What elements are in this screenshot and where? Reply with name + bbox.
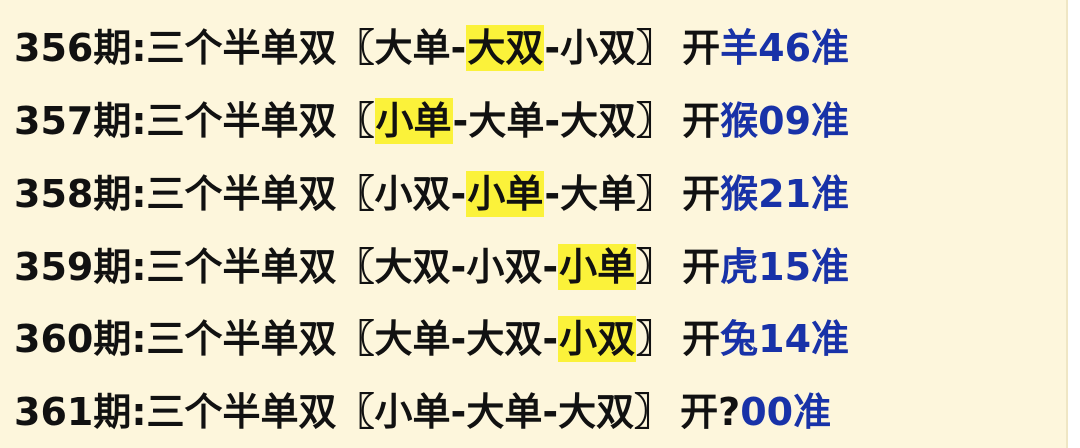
pick-3: 大单: [560, 172, 637, 216]
kai-label: 开?: [680, 390, 741, 434]
row-bracket-close: 〗: [636, 172, 675, 216]
separator: -: [542, 390, 559, 434]
row-prefix: 358期:三个半单双〖: [14, 172, 375, 216]
prediction-row-357: 357期:三个半单双〖 小单 - 大单 - 大双 〗 开 猴09准: [14, 89, 849, 153]
pick-1: 大单: [374, 26, 451, 70]
pick-3-highlighted: 小双: [558, 316, 637, 362]
pick-1: 小双: [374, 172, 451, 216]
pick-1: 大双: [374, 245, 451, 289]
row-prefix: 356期:三个半单双〖: [14, 26, 375, 70]
pick-3-highlighted: 小单: [558, 244, 637, 290]
separator: -: [544, 172, 561, 216]
row-bracket-close: 〗: [634, 390, 673, 434]
row-prefix: 361期:三个半单双〖: [14, 390, 375, 434]
pick-2: 大单: [468, 99, 545, 143]
kai-label: 开: [682, 26, 721, 70]
pick-2-highlighted: 大双: [466, 25, 545, 71]
draw-result: 猴21准: [720, 172, 850, 216]
row-bracket-close: 〗: [636, 99, 675, 143]
pick-3: 大双: [558, 390, 635, 434]
pick-2: 大单: [466, 390, 543, 434]
pick-2: 小双: [466, 245, 543, 289]
separator: -: [450, 390, 467, 434]
prediction-row-356: 356期:三个半单双〖 大单 - 大双 - 小双 〗 开 羊46准: [14, 16, 849, 80]
prediction-row-359: 359期:三个半单双〖 大双 - 小双 - 小单 〗 开 虎15准: [14, 235, 849, 299]
pick-3: 大双: [560, 99, 637, 143]
pick-2-highlighted: 小单: [466, 171, 545, 217]
prediction-row-358: 358期:三个半单双〖 小双 - 小单 - 大单 〗 开 猴21准: [14, 162, 849, 226]
draw-result: 羊46准: [720, 26, 850, 70]
kai-label: 开: [682, 172, 721, 216]
separator: -: [542, 317, 559, 361]
pick-1: 大单: [374, 317, 451, 361]
row-bracket-close: 〗: [636, 26, 675, 70]
separator: -: [544, 26, 561, 70]
separator: -: [450, 26, 467, 70]
separator: -: [450, 245, 467, 289]
pick-2: 大双: [466, 317, 543, 361]
draw-result: 猴09准: [720, 99, 850, 143]
row-bracket-close: 〗: [636, 245, 675, 289]
row-bracket-close: 〗: [636, 317, 675, 361]
prediction-row-361: 361期:三个半单双〖 小单 - 大单 - 大双 〗 开? 00准: [14, 380, 831, 444]
draw-result: 虎15准: [720, 245, 850, 289]
row-prefix: 357期:三个半单双〖: [14, 99, 375, 143]
separator: -: [450, 172, 467, 216]
kai-label: 开: [682, 99, 721, 143]
kai-label: 开: [682, 317, 721, 361]
pick-1-highlighted: 小单: [374, 98, 453, 144]
row-prefix: 359期:三个半单双〖: [14, 245, 375, 289]
draw-result: 兔14准: [720, 317, 850, 361]
draw-result: 00准: [740, 390, 832, 434]
pick-3: 小双: [560, 26, 637, 70]
row-prefix: 360期:三个半单双〖: [14, 317, 375, 361]
prediction-row-360: 360期:三个半单双〖 大单 - 大双 - 小双 〗 开 兔14准: [14, 307, 849, 371]
separator: -: [544, 99, 561, 143]
separator: -: [452, 99, 469, 143]
separator: -: [542, 245, 559, 289]
kai-label: 开: [682, 245, 721, 289]
pick-1: 小单: [374, 390, 451, 434]
separator: -: [450, 317, 467, 361]
